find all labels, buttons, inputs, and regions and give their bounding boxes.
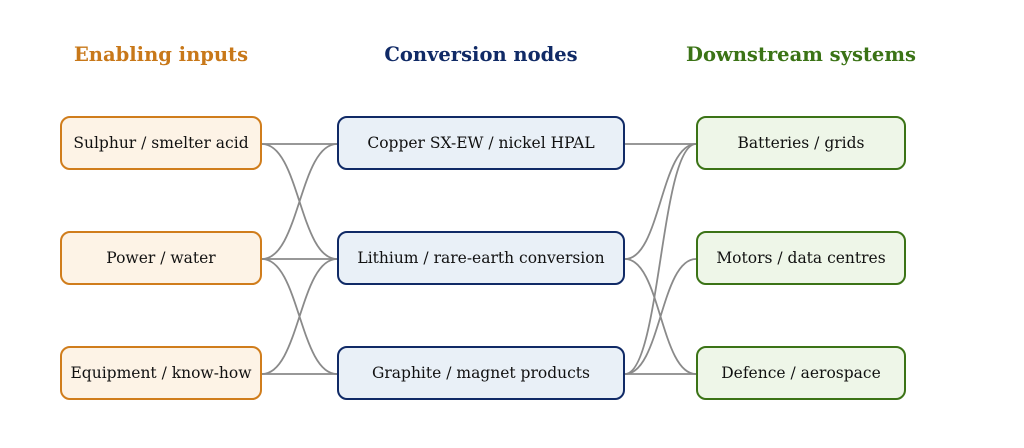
downstream-node-batteries: Batteries / grids — [696, 116, 906, 170]
link-input-2-to-node-1 — [261, 258, 338, 375]
column-title-downstream-systems: Downstream systems — [686, 43, 916, 66]
link-node-1-to-downstream-0 — [624, 143, 697, 260]
conversion-node-graphite-magnet: Graphite / magnet products — [337, 346, 625, 400]
column-title-conversion-nodes: Conversion nodes — [384, 43, 578, 66]
conversion-node-copper-nickel: Copper SX-EW / nickel HPAL — [337, 116, 625, 170]
link-input-1-to-node-0 — [261, 143, 338, 260]
input-node-sulphur: Sulphur / smelter acid — [60, 116, 262, 170]
link-node-2-to-downstream-0 — [624, 143, 697, 375]
link-node-2-to-downstream-1 — [624, 258, 697, 375]
conversion-node-lithium-rare-earth: Lithium / rare-earth conversion — [337, 231, 625, 285]
column-title-enabling-inputs: Enabling inputs — [73, 43, 249, 66]
input-node-equipment: Equipment / know-how — [60, 346, 262, 400]
downstream-node-defence: Defence / aerospace — [696, 346, 906, 400]
input-node-power-water: Power / water — [60, 231, 262, 285]
downstream-node-motors: Motors / data centres — [696, 231, 906, 285]
